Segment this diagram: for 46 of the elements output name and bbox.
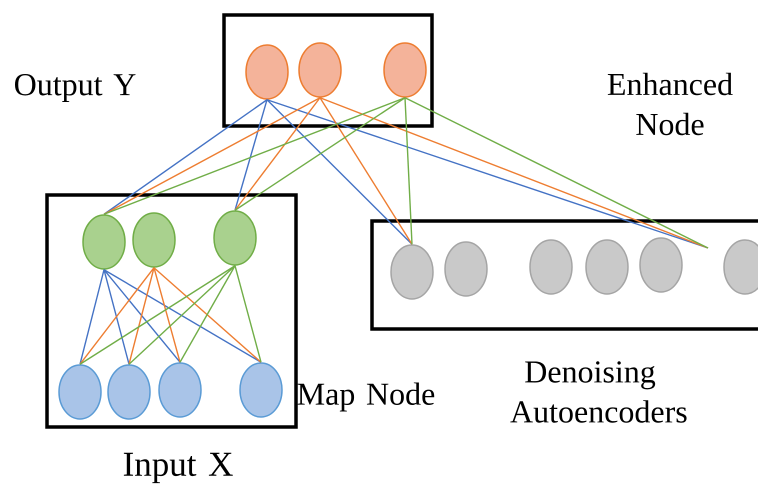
connection-line [234,97,406,211]
connection-line [128,265,236,365]
connection-line [319,97,413,245]
connection-line [128,268,155,364]
connection-line [179,265,236,363]
connection-line [104,97,320,215]
connection-line [79,270,105,364]
neuron-circle [158,362,202,418]
neuron-circle [132,212,176,268]
connection-line [79,267,155,365]
neuron-circle [107,364,151,420]
connection-line [404,97,708,249]
neuron-circle [213,210,257,266]
neuron-circle [58,364,102,420]
layer-label: Output Y [15,74,136,102]
connection-line [234,100,268,210]
layer-box [45,193,298,429]
connection-line [104,269,262,363]
connection-line [234,97,321,211]
connection-line [266,99,412,245]
neuron-circle [245,44,289,100]
neuron-circle [585,239,629,295]
connection-line [234,266,262,362]
neuron-circle [82,214,126,270]
layer-label: Enhanced Node [608,72,733,136]
neuron-circle [390,244,434,300]
layer-box [222,13,434,128]
neuron-circle [723,239,758,295]
connection-line [154,267,262,363]
layer-label: Map Node [298,382,434,412]
neuron-circle [383,42,427,98]
neuron-circle [529,239,573,295]
connection-line [103,270,130,364]
connection-line [104,99,268,215]
neuron-circle [239,362,283,418]
connection-line [404,98,413,244]
connection-line [153,268,181,362]
neuron-circle [639,237,683,293]
connection-line [80,265,236,365]
neuron-circle [298,42,342,98]
connection-line [104,97,406,215]
layer-label: Denoising Autoencoders [510,361,687,423]
layer-label: Input X [124,452,233,484]
connection-line [103,269,181,363]
neuron-circle [444,241,488,297]
layer-box [370,219,758,331]
